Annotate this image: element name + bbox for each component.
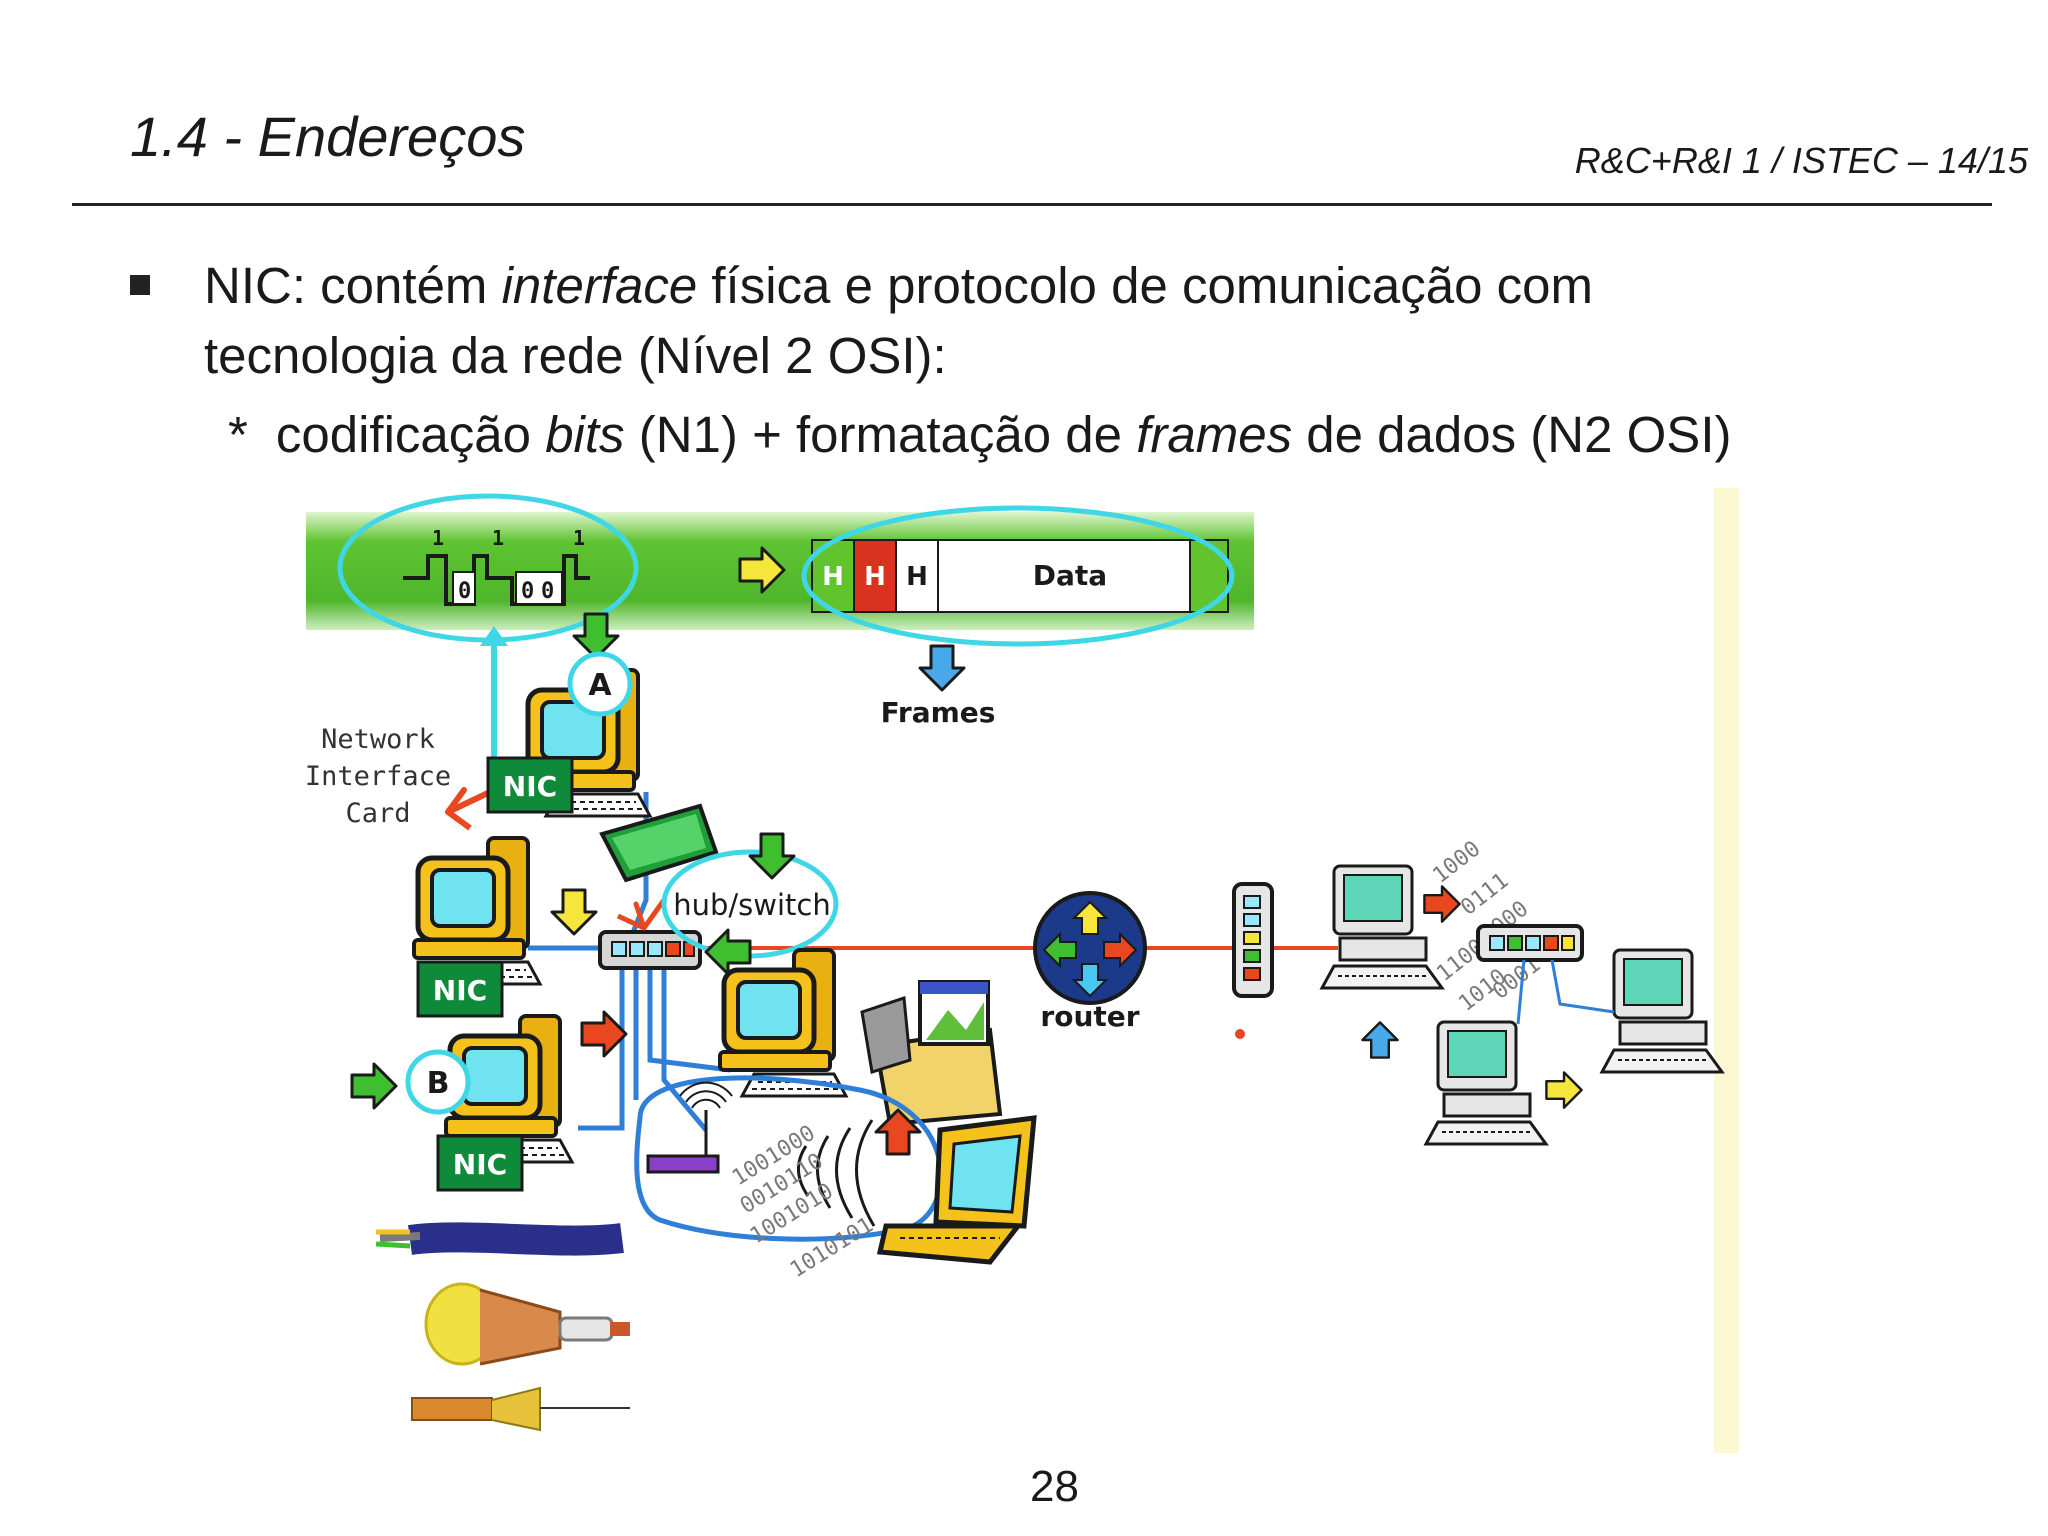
remote-computer-2-icon	[1424, 1020, 1548, 1146]
red-dot	[1235, 1029, 1245, 1039]
wifi-area-ring	[634, 1075, 944, 1242]
pc1-down-arrow-icon	[550, 888, 598, 936]
sub-italic-bits: bits	[545, 406, 625, 463]
nic-a-badge	[486, 756, 574, 814]
coax-cable-icon	[424, 1282, 630, 1366]
link-hub-pc-c	[647, 968, 731, 1073]
frames-label: Frames	[881, 696, 996, 729]
frame-header-3	[895, 539, 939, 613]
film-strip-icon	[860, 995, 912, 1074]
asterisk-bullet-icon: *	[228, 406, 248, 463]
bullet-line-1: NIC: contém interface física e protocolo…	[204, 256, 1593, 315]
sub-text-2: (N1) + formatação de	[624, 406, 1137, 463]
remote-up-arrow-icon	[1361, 1021, 1399, 1059]
frame-data-cell	[937, 539, 1191, 613]
frame-highlight-ring	[801, 505, 1235, 647]
hub-left-arrow-icon	[704, 928, 752, 976]
nic-card-line-3: Card	[345, 798, 410, 829]
router-icon	[1033, 891, 1147, 1005]
bullet-line-2: tecnologia da rede (Nível 2 OSI):	[204, 327, 947, 384]
wifi-binary-stream: 1001000 0010110 1001010 1010101	[728, 1121, 878, 1283]
hub-red-arrow-icon	[616, 898, 667, 931]
binary-text-5: 1000	[1428, 836, 1485, 888]
bit-one-3: 1	[573, 526, 585, 550]
link-pc-b-hub	[578, 968, 625, 1131]
hub-down-arrow-icon	[748, 832, 796, 880]
nic-card-line-2: Interface	[305, 761, 451, 792]
frame-header-2	[853, 539, 897, 613]
laptop-base-icon	[876, 1223, 1024, 1265]
frames-arrow-icon	[918, 644, 966, 692]
bit-one-1: 1	[432, 526, 444, 550]
frame-header-2-label: H	[864, 562, 886, 592]
access-point-icon	[646, 1154, 720, 1174]
sub-italic-frames: frames	[1136, 406, 1293, 463]
bit-one-2: 1	[492, 526, 504, 550]
bit-zero-2: 0	[521, 579, 534, 604]
remote-red-arrow-icon	[1423, 885, 1461, 923]
remote-yellow-arrow-icon	[1545, 1071, 1583, 1109]
side-paper-strip	[1714, 488, 1739, 1453]
hub-switch-label: hub/switch	[673, 888, 831, 922]
nic-a-label: NIC	[503, 770, 557, 803]
nic-card-line-1: Network	[321, 724, 435, 755]
node-b-label: B	[427, 1066, 450, 1101]
square-bullet-icon	[130, 275, 150, 295]
fiber-cable-icon	[411, 1386, 630, 1432]
b-right-arrow-icon	[350, 1062, 398, 1110]
sub-text-3: de dados (N2 OSI)	[1292, 406, 1732, 463]
frame-trailer	[1189, 539, 1229, 613]
slide-title: 1.4 - Endereços	[130, 105, 526, 168]
b-red-arrow-icon	[580, 1010, 628, 1058]
node-a-badge	[567, 651, 633, 717]
nic-1-badge	[416, 960, 504, 1018]
computer-c-icon	[720, 950, 846, 1096]
frame-data-label: Data	[1033, 559, 1107, 592]
frame-header-1-label: H	[822, 562, 844, 592]
bit-zero-3: 0	[541, 579, 554, 604]
nic-b-badge	[436, 1134, 524, 1192]
bullet-italic-interface: interface	[501, 257, 698, 314]
sub-bullet-line: * codificação bits (N1) + formatação de f…	[228, 405, 1731, 464]
bullet-text-2: física e protocolo de comunicação com	[697, 257, 1593, 314]
remote-computer-3-icon	[1600, 948, 1724, 1074]
remote-computer-1-icon	[1320, 864, 1444, 990]
bit-zero-1: 0	[458, 579, 471, 604]
node-b-badge	[405, 1049, 471, 1115]
node-a-label: A	[588, 668, 612, 703]
bullet-text-1: NIC: contém	[204, 257, 502, 314]
nic-b-label: NIC	[453, 1148, 507, 1181]
nic-1-label: NIC	[433, 974, 487, 1007]
router-label: router	[1040, 1000, 1139, 1033]
nic-pointer-arrow-icon	[445, 787, 492, 831]
course-label: R&C+R&I 1 / ISTEC – 14/15	[1574, 140, 2028, 181]
link-hub-wifi	[661, 968, 708, 1132]
twisted-pair-cable-icon	[375, 1222, 624, 1256]
title-divider	[72, 203, 1992, 206]
frame-header-3-label: H	[906, 562, 928, 592]
square-wave	[403, 554, 590, 606]
sub-text-1: codificação	[275, 406, 546, 463]
page-number: 28	[1030, 1462, 1079, 1511]
wifi-waves	[797, 1119, 876, 1227]
